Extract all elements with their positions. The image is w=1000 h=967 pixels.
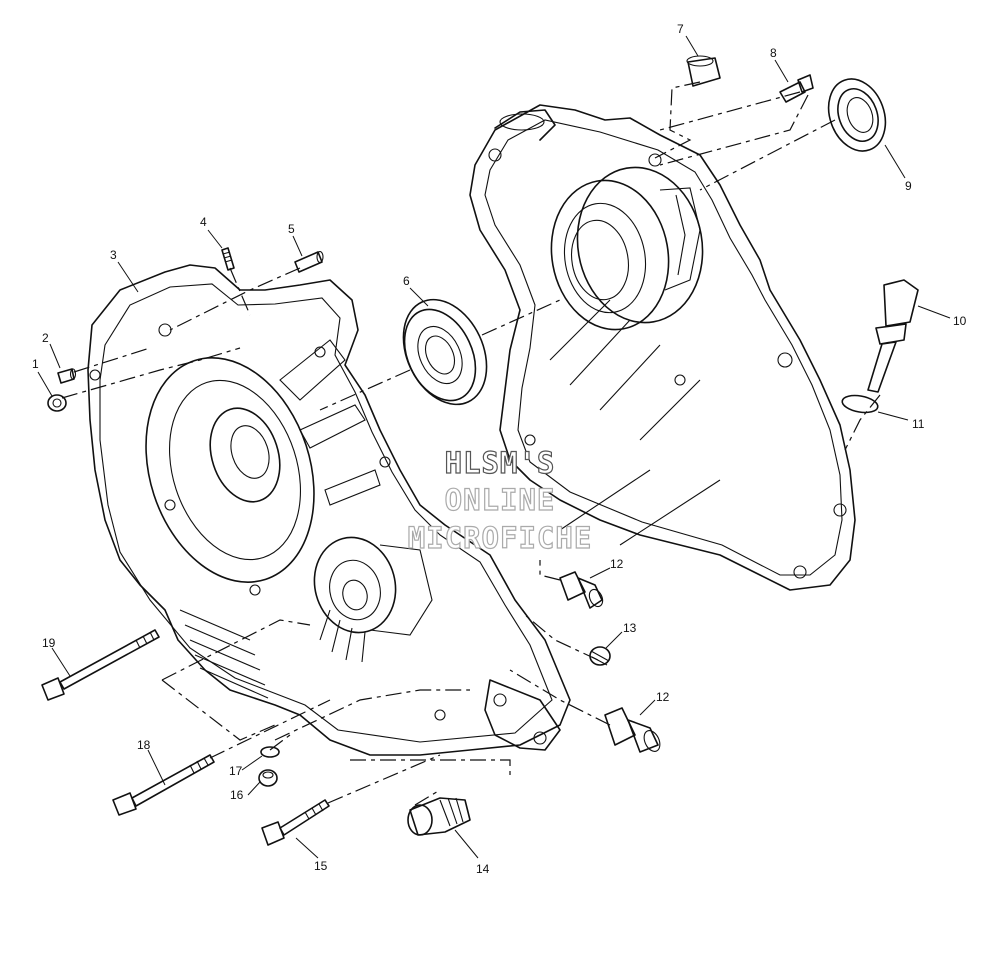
part-11-o-ring bbox=[841, 394, 879, 414]
callout-9: 9 bbox=[905, 179, 912, 193]
part-15-bolt bbox=[261, 799, 330, 846]
callout-10: 10 bbox=[953, 314, 967, 328]
part-4-screw bbox=[221, 247, 235, 271]
left-crankcase-half bbox=[87, 264, 571, 756]
part-12-fitting-top bbox=[559, 571, 604, 609]
callout-labels: 1 2 3 4 5 6 7 8 9 10 11 12 13 12 14 15 1… bbox=[32, 22, 967, 876]
part-1-nut bbox=[47, 394, 67, 412]
part-10-dipstick bbox=[867, 279, 919, 393]
watermark-line-2: ONLINE bbox=[445, 483, 556, 517]
callout-13: 13 bbox=[623, 621, 637, 635]
part-9-oil-seal bbox=[827, 78, 887, 152]
callout-17: 17 bbox=[229, 764, 243, 778]
callout-12-lower: 12 bbox=[656, 690, 670, 704]
part-6-bearing bbox=[402, 298, 488, 406]
part-8-bolt bbox=[779, 74, 814, 103]
part-2-dowel-pin bbox=[57, 368, 77, 384]
part-7-dowel bbox=[686, 55, 721, 87]
callout-8: 8 bbox=[770, 46, 777, 60]
callout-11: 11 bbox=[912, 417, 925, 431]
watermark: HLSM'S ONLINE MICROFICHE bbox=[407, 445, 593, 555]
watermark-line-3: MICROFICHE bbox=[408, 521, 593, 555]
part-18-bolt bbox=[112, 754, 215, 816]
right-crankcase-half bbox=[469, 104, 856, 591]
callout-12-top: 12 bbox=[610, 557, 624, 571]
callout-14: 14 bbox=[476, 862, 490, 876]
watermark-line-1: HLSM'S bbox=[445, 446, 556, 480]
part-17-washer bbox=[260, 746, 280, 758]
callout-16: 16 bbox=[230, 788, 244, 802]
callout-3: 3 bbox=[110, 248, 117, 262]
part-13-plug bbox=[589, 646, 611, 666]
part-12-fitting-lower bbox=[604, 707, 661, 753]
assembly-lines bbox=[61, 81, 881, 806]
part-14-fitting bbox=[407, 797, 471, 836]
part-19-bolt bbox=[41, 629, 160, 701]
callout-18: 18 bbox=[137, 738, 151, 752]
callout-5: 5 bbox=[288, 222, 295, 236]
callout-15: 15 bbox=[314, 859, 328, 873]
leader-lines bbox=[37, 35, 951, 859]
callout-4: 4 bbox=[200, 215, 207, 229]
callout-7: 7 bbox=[677, 22, 684, 36]
callout-1: 1 bbox=[32, 357, 39, 371]
callout-6: 6 bbox=[403, 274, 410, 288]
callout-19: 19 bbox=[42, 636, 56, 650]
part-16-drain-plug bbox=[258, 769, 278, 787]
callout-2: 2 bbox=[42, 331, 49, 345]
